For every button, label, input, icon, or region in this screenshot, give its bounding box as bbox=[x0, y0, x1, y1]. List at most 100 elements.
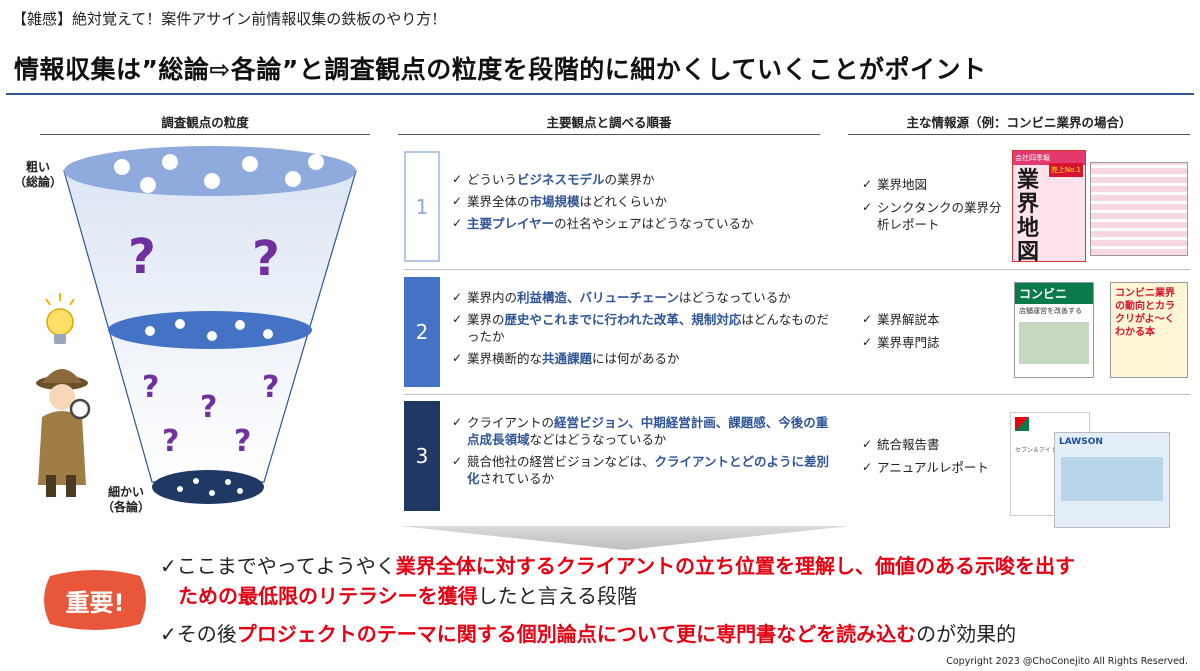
emphasis-text: 業界全体に対するクライアントの立ち位置を理解し、価値のある示唆を出す bbox=[395, 554, 1075, 578]
emphasis-text: ための最低限のリテラシーを獲得 bbox=[178, 584, 478, 608]
conclusion-line-3: ✓その後プロジェクトのテーマに関する個別論点について更に専門書などを読み込むのが… bbox=[160, 621, 1016, 647]
item-text: 業界全体の bbox=[467, 194, 530, 209]
conclusion-text: ✓その後 bbox=[160, 622, 237, 646]
column-rule-perspectives bbox=[398, 134, 820, 135]
book-title: コンビニ bbox=[1015, 283, 1093, 304]
question-mark: ? bbox=[200, 390, 217, 425]
perspective-item: 業界横断的な共通課題には何があるか bbox=[452, 350, 832, 367]
question-mark: ? bbox=[252, 231, 280, 287]
highlighted-text: 利益構造、バリューチェーン bbox=[517, 290, 679, 305]
title-divider bbox=[6, 93, 1194, 95]
source-item: 業界専門誌 bbox=[862, 334, 1002, 351]
book-brand: 会社四季報 bbox=[1013, 151, 1085, 165]
item-text: などはどうなっているか bbox=[529, 432, 667, 447]
step-3-sources: 統合報告書 アニュアルレポート bbox=[862, 436, 1002, 482]
conclusion-line-1: ✓ここまでやってようやく業界全体に対するクライアントの立ち位置を理解し、価値のあ… bbox=[160, 553, 1075, 579]
book-subtitle: 店舗運営を改善する bbox=[1019, 307, 1082, 315]
funnel-middle-ellipse bbox=[108, 311, 312, 349]
source-item: 統合報告書 bbox=[862, 436, 1002, 453]
step-number-1: 1 bbox=[404, 151, 440, 262]
item-text: 業界内の bbox=[467, 290, 518, 305]
question-marks: ? ? ? ? ? ? ? bbox=[128, 229, 280, 459]
perspective-item: 業界内の利益構造、バリューチェーンはどうなっているか bbox=[452, 289, 832, 306]
down-arrow-banner bbox=[400, 526, 850, 550]
column-rule-granularity bbox=[40, 134, 370, 135]
book-title: コンビニ業界の動向とカラクリがよ〜くわかる本 bbox=[1115, 288, 1175, 338]
item-text: の業界か bbox=[604, 172, 655, 187]
column-header-perspectives: 主要観点と調べる順番 bbox=[546, 115, 672, 130]
source-item: 業界解説本 bbox=[862, 311, 1002, 328]
item-text: の社名やシェアはどうなっているか bbox=[554, 216, 754, 231]
book-cover-convenience: コンビニ 店舗運営を改善する bbox=[1014, 282, 1094, 378]
perspective-item: どういうビジネスモデルの業界か bbox=[452, 171, 832, 188]
funnel-bottom-ellipse bbox=[152, 470, 264, 504]
step-number-3: 3 bbox=[404, 401, 440, 511]
highlighted-text: 経営ビジョン、中期経営計画、課題感、今後の重点成長領域 bbox=[467, 415, 829, 447]
item-text: はどうなっているか bbox=[678, 290, 791, 305]
highlighted-text: 歴史やこれまでに行われた改革、規制対応 bbox=[504, 312, 742, 327]
important-badge-label: 重要! bbox=[65, 589, 125, 617]
step-1-items: どういうビジネスモデルの業界か業界全体の市場規模はどれくらいか主要プレイヤーの社… bbox=[452, 171, 832, 237]
funnel-bottom-dots bbox=[177, 478, 243, 496]
highlighted-text: 市場規模 bbox=[529, 194, 580, 209]
row-divider bbox=[404, 269, 1190, 270]
question-mark: ? bbox=[162, 424, 179, 459]
perspective-item: 業界の歴史やこれまでに行われた改革、規制対応はどんなものだったか bbox=[452, 311, 832, 345]
item-text: 競合他社の経営ビジョンなどは、 bbox=[467, 454, 655, 469]
emphasis-text: プロジェクトのテーマに関する個別論点について更に専門書などを読み込む bbox=[236, 622, 917, 646]
column-header-sources: 主な情報源（例：コンビニ業界の場合） bbox=[906, 115, 1132, 130]
step-2-items: 業界内の利益構造、バリューチェーンはどうなっているか業界の歴史やこれまでに行われ… bbox=[452, 289, 832, 372]
step-number-2: 2 bbox=[404, 277, 440, 387]
item-text: 業界横断的な bbox=[467, 351, 543, 366]
item-text: はどんなものだったか bbox=[467, 312, 829, 344]
item-text: クライアントの bbox=[467, 415, 555, 430]
conclusion-text: したと言える段階 bbox=[477, 584, 638, 608]
important-badge bbox=[44, 570, 146, 630]
report-cover-lawson: LAWSON bbox=[1054, 432, 1170, 528]
step-2-sources: 業界解説本 業界専門誌 bbox=[862, 311, 1002, 357]
report-title: セブン＆アイ 統合報告書 bbox=[1015, 447, 1083, 454]
item-text: には何があるか bbox=[592, 351, 680, 366]
perspective-item: 業界全体の市場規模はどれくらいか bbox=[452, 193, 832, 210]
source-item: アニュアルレポート bbox=[862, 459, 1002, 476]
funnel-middle-dots bbox=[145, 319, 273, 341]
highlighted-text: クライアントとどのように差別化 bbox=[467, 454, 830, 486]
light-bulb-icon bbox=[45, 293, 75, 344]
perspective-item: 主要プレイヤーの社名やシェアはどうなっているか bbox=[452, 215, 832, 232]
question-mark: ? bbox=[262, 370, 279, 405]
source-item: 業界地図 bbox=[862, 176, 1002, 193]
perspective-item: クライアントの経営ビジョン、中期経営計画、課題感、今後の重点成長領域などはどうな… bbox=[452, 414, 832, 448]
item-text: どういう bbox=[467, 172, 518, 187]
row-divider bbox=[404, 394, 1190, 395]
book-cover-convenience-industry: コンビニ業界の動向とカラクリがよ〜くわかる本 bbox=[1110, 282, 1188, 378]
page-title: 情報収集は”総論⇨各論”と調査観点の粒度を段階的に細かくしていくことがポイント bbox=[14, 55, 987, 84]
item-text: 業界の bbox=[467, 312, 505, 327]
item-text: されているか bbox=[479, 471, 555, 486]
question-mark: ? bbox=[142, 370, 159, 405]
book-spread-gyokai-chizu bbox=[1090, 162, 1188, 256]
report-title: LAWSON bbox=[1059, 437, 1103, 447]
question-mark: ? bbox=[234, 424, 251, 459]
column-header-granularity: 調査観点の粒度 bbox=[161, 115, 249, 130]
fine-label: 細かい （各論） bbox=[101, 485, 150, 514]
detective-icon bbox=[36, 369, 91, 497]
highlighted-text: 共通課題 bbox=[542, 351, 593, 366]
book-cover-gyokai-chizu: 会社四季報 業界地図 売上No.1 bbox=[1012, 150, 1086, 262]
question-mark: ? bbox=[128, 229, 156, 285]
column-rule-sources bbox=[848, 134, 1190, 135]
funnel-top-ellipse bbox=[64, 146, 356, 196]
copyright: Copyright 2023 @ChoConejito All Rights R… bbox=[946, 656, 1188, 667]
source-item: シンクタンクの業界分析レポート bbox=[862, 199, 1002, 233]
conclusion-text: ✓ここまでやってようやく bbox=[160, 554, 396, 578]
book-badge: 売上No.1 bbox=[1048, 163, 1083, 177]
highlighted-text: ビジネスモデル bbox=[517, 172, 605, 187]
highlighted-text: 主要プレイヤー bbox=[467, 216, 555, 231]
book-title: 業界地図 bbox=[1017, 168, 1040, 262]
conclusion-text: のが効果的 bbox=[916, 622, 1017, 646]
step-3-items: クライアントの経営ビジョン、中期経営計画、課題感、今後の重点成長領域などはどうな… bbox=[452, 414, 832, 492]
coarse-label: 粗い （総論） bbox=[14, 160, 63, 189]
funnel-top-dots bbox=[114, 154, 324, 193]
conclusion-line-2: ための最低限のリテラシーを獲得したと言える段階 bbox=[178, 583, 637, 609]
funnel-diagram: ? ? ? ? ? ? ? bbox=[36, 146, 357, 504]
perspective-item: 競合他社の経営ビジョンなどは、クライアントとどのように差別化されているか bbox=[452, 453, 832, 487]
